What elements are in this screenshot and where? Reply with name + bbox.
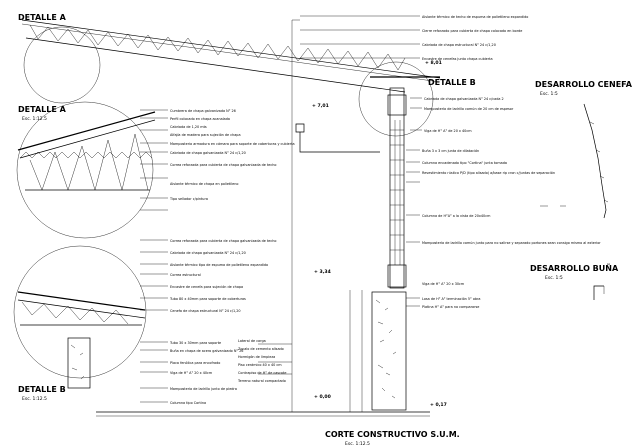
annotation-note: Aislante térmico de chapa en polietileno	[170, 182, 238, 186]
annotation-note: Cabriada de chapa galvanizada N° 24 c/1,…	[170, 151, 246, 155]
annotation-note: Perfil colocado en chapa acanalada	[170, 117, 230, 121]
annotation-note: Cenefa de chapa estructural N° 24 c/1,20	[170, 309, 241, 313]
annotation-note: Columna encadenado tipo "Cortina" junta …	[422, 161, 507, 165]
annotation-note: Mampostería de ladrillo junto de piedra	[170, 387, 237, 391]
desarrollo-cenefa-scale: Esc. 1:5	[540, 91, 558, 97]
cenefa-development-drawing	[540, 103, 609, 219]
annotation-note: Cabriada de 1,20 mts	[170, 125, 207, 129]
annotation-note: Mampostería de ladrillo común junto para…	[422, 241, 601, 245]
level-mark: + 3,34	[314, 269, 331, 275]
annotation-note: Tipo sellador c/pintura	[169, 197, 208, 201]
detail-a-mid-scale: Esc. 1:12.5	[22, 116, 47, 122]
corte-scale: Esc. 1:12.5	[345, 441, 370, 447]
buna-development-drawing	[593, 285, 605, 300]
desarrollo-buna-scale: Esc. 1:5	[545, 275, 563, 281]
annotation-note: Cabriada de chapa estructural N° 24 c/1,…	[422, 43, 496, 47]
cenefa-profile	[295, 123, 380, 153]
annotation-note: Correa estructural	[170, 273, 201, 277]
annotation-note: Losa de H° A° terminación 5° obra	[422, 297, 481, 301]
annotation-note: Cabriada de chapa galvanizada N° 24 c/1,…	[170, 251, 246, 255]
annotation-note: Contrapiso de H° de cascote	[238, 371, 286, 375]
detail-b-bottom-scale: Esc. 1:12.5	[22, 396, 47, 402]
annotation-note: Cabriada de chapa galvanizada N° 24 c/ca…	[424, 97, 504, 101]
annotation-note: Terreno natural compactado	[237, 379, 286, 383]
annotation-note: Viga de H° A° de 20 x 40cm	[424, 129, 472, 133]
annotation-note: Lateral de carga	[238, 339, 266, 343]
desarrollo-cenefa-title: DESARROLLO CENEFA	[535, 80, 633, 89]
annotation-note: Correa reforzada para cubierta de chapa …	[170, 239, 276, 243]
annotation-note: Cumbrera de chapa galvanizada N° 26	[170, 109, 236, 113]
leader-lines	[140, 15, 422, 403]
annotation-note: Mampostería de ladrillo común de 20 cm d…	[424, 107, 514, 111]
main-wall-column	[96, 19, 430, 417]
detail-b-drawing	[13, 245, 147, 389]
corte-title: CORTE CONSTRUCTIVO S.U.M.	[325, 430, 460, 439]
annotation-note: Encastre de cenefa para sujeción de chap…	[170, 285, 243, 289]
annotation-note: Cierre reforzado para cubierta de chapa …	[422, 29, 522, 33]
main-roof-truss	[21, 19, 441, 93]
annotation-note: Zocalo de cemento alisado	[238, 347, 284, 351]
annotation-note: Alfajía de madera para sujeción de chapa	[170, 133, 241, 137]
detail-b-bottom-title: DETALLE B	[18, 385, 66, 394]
detail-a-drawing	[16, 101, 156, 239]
detail-b-right-title: DETALLE B	[428, 78, 476, 87]
annotation-note: Tubo 80 x 40mm para soporte de cobertura…	[169, 297, 246, 301]
annotation-note: Tubo 30 x 30mm para soporte	[169, 341, 221, 345]
annotation-note: Aislante térmico de techo de espuma de p…	[422, 15, 528, 19]
level-mark: + 7,01	[312, 103, 329, 109]
annotation-note: Piso cerámico 40 x 40 cm	[238, 363, 282, 367]
annotation-note: Revestimiento rústico P/D (tipo alisado)…	[422, 171, 555, 175]
annotation-note: Viga de H° A° 20 x 30cm	[422, 282, 465, 286]
detail-a-mid-title: DETALLE A	[18, 105, 67, 114]
annotation-note: Platina H° A° para no compararse	[422, 305, 479, 309]
annotation-note: Placa fenólica para encofrado	[170, 361, 220, 365]
detail-a-top-title: DETALLE A	[18, 13, 67, 22]
annotation-note: Correa reforzada para cubierta de chapa …	[170, 163, 276, 167]
annotation-note: Mamposteria armadura en cámara para sopo…	[170, 142, 295, 146]
level-mark: + 0,00	[314, 394, 331, 400]
annotation-note: Encastre de cenefas junto chapa cubierta	[422, 57, 493, 61]
annotation-note: Aislante térmico tipo de espuma de polie…	[170, 263, 268, 267]
annotation-note: Viga de H° A° 20 x 40cm	[170, 371, 213, 375]
annotation-note: Buña en chapa de acero galvanizado N° 26	[170, 349, 243, 353]
annotation-note: Columna de H°A° a la vista de 20x40cm	[422, 214, 491, 218]
detail-a-callout-circle	[23, 26, 101, 104]
annotation-note: Hormigón de limpieza	[238, 355, 275, 359]
level-mark: + 8,01	[425, 60, 442, 66]
level-mark: + 0,17	[430, 402, 447, 408]
annotation-note: Buña 3 x 3 cm junta de dilatación	[422, 149, 479, 153]
desarrollo-buna-title: DESARROLLO BUÑA	[530, 263, 619, 273]
detail-b-callout-circle	[358, 61, 434, 137]
annotation-note: Columna tipo Cortina	[170, 401, 206, 405]
